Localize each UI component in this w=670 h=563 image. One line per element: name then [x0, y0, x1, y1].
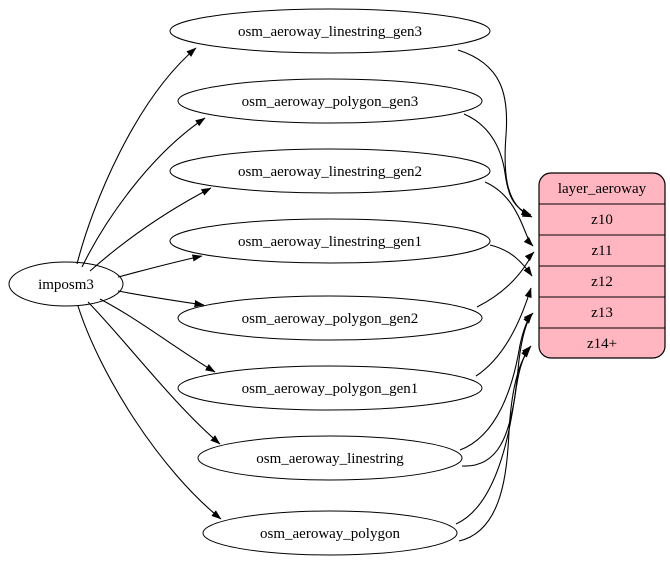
- node-label: osm_aeroway_linestring: [256, 451, 404, 467]
- edge-imposm3-to-polygon: [77, 305, 222, 520]
- table-node-osm-aeroway-linestring-gen2: osm_aeroway_linestring_gen2: [169, 148, 491, 194]
- node-shape: [169, 148, 491, 194]
- record-row-z14plus: z14+: [587, 336, 617, 352]
- edge-imposm3-to-linestring-gen3: [76, 47, 197, 265]
- record-node-layer-aeroway: layer_aeroway z10 z11 z12 z13 z14+: [538, 172, 666, 359]
- table-node-osm-aeroway-polygon-gen2: osm_aeroway_polygon_gen2: [177, 295, 483, 341]
- edge-polygon-gen1-to-z12: [475, 287, 532, 377]
- node-label: imposm3: [38, 277, 94, 293]
- node-label: osm_aeroway_polygon: [260, 526, 400, 542]
- node-label: osm_aeroway_linestring_gen1: [238, 234, 422, 250]
- source-node-imposm3: imposm3: [8, 261, 124, 307]
- edge-linestring-gen3-to-z10: [457, 49, 533, 218]
- node-label: osm_aeroway_linestring_gen3: [238, 24, 422, 40]
- edge-linestring-gen1-to-z12: [489, 244, 533, 277]
- edge-polygon-gen3-to-z10: [463, 113, 532, 216]
- record-title: layer_aeroway: [558, 181, 647, 197]
- edge-imposm3-to-polygon-gen1: [99, 298, 216, 373]
- node-label: osm_aeroway_polygon_gen2: [242, 311, 419, 327]
- node-shape: [177, 78, 483, 124]
- node-shape: [177, 295, 483, 341]
- edge-linestring-gen2-to-z11: [484, 181, 534, 247]
- node-shape: [169, 8, 491, 54]
- node-shape: [177, 365, 483, 411]
- edge-imposm3-to-linestring-gen2: [89, 187, 212, 272]
- record-row-z13: z13: [591, 305, 613, 321]
- table-node-osm-aeroway-polygon-gen3: osm_aeroway_polygon_gen3: [177, 78, 483, 124]
- node-shape: [197, 435, 463, 481]
- edge-polygon-gen2-to-z11: [476, 251, 535, 308]
- node-shape: [8, 261, 124, 307]
- table-node-osm-aeroway-polygon-gen1: osm_aeroway_polygon_gen1: [177, 365, 483, 411]
- table-node-osm-aeroway-linestring: osm_aeroway_linestring: [197, 435, 463, 481]
- node-shape: [169, 218, 491, 264]
- table-node-osm-aeroway-linestring-gen1: osm_aeroway_linestring_gen1: [169, 218, 491, 264]
- node-shape: [202, 510, 458, 556]
- table-node-osm-aeroway-polygon: osm_aeroway_polygon: [202, 510, 458, 556]
- node-label: osm_aeroway_polygon_gen1: [242, 381, 419, 397]
- edge-imposm3-to-polygon-gen3: [81, 117, 206, 268]
- edge-polygon-to-z13: [455, 313, 533, 525]
- record-row-z12: z12: [591, 274, 613, 290]
- edge-imposm3-to-linestring: [87, 301, 221, 445]
- record-row-z10: z10: [591, 212, 613, 228]
- edge-imposm3-to-polygon-gen2: [117, 290, 205, 308]
- table-node-osm-aeroway-linestring-gen3: osm_aeroway_linestring_gen3: [169, 8, 491, 54]
- edge-polygon-to-z14plus: [458, 347, 531, 542]
- node-label: osm_aeroway_polygon_gen3: [242, 94, 419, 110]
- record-row-z11: z11: [591, 243, 612, 259]
- node-label: osm_aeroway_linestring_gen2: [238, 164, 422, 180]
- edge-imposm3-to-linestring-gen1: [117, 254, 203, 278]
